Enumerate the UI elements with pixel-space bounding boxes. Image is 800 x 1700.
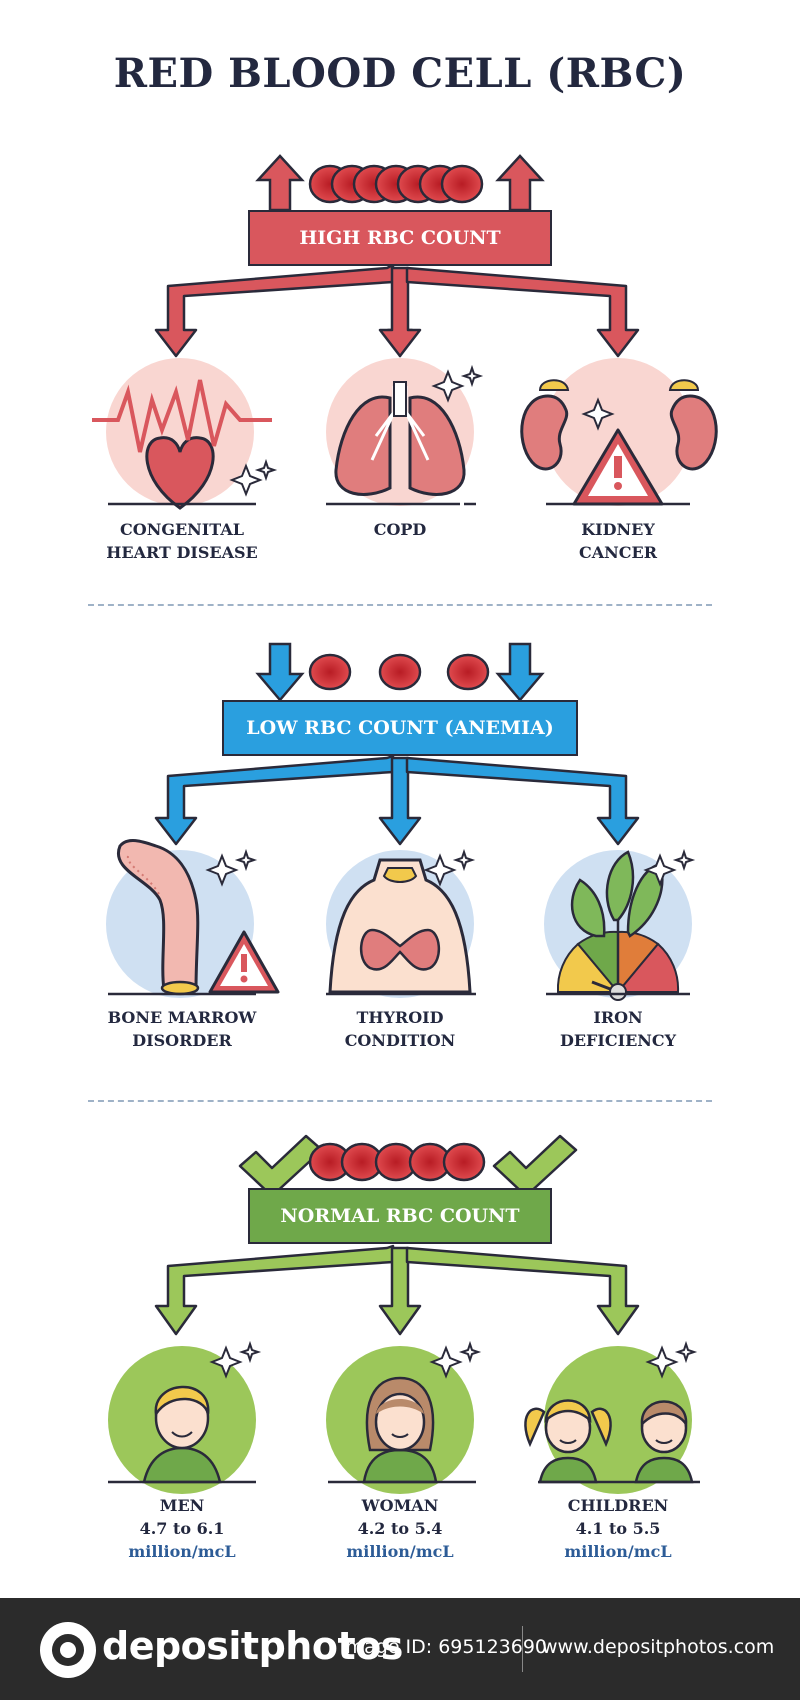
label-line2: DISORDER <box>82 1029 282 1052</box>
page-title: RED BLOOD CELL (RBC) <box>0 50 800 97</box>
label-line2: DEFICIENCY <box>518 1029 718 1052</box>
high-rbc-cells-icon <box>310 166 482 202</box>
site-url[interactable]: www.depositphotos.com <box>542 1636 774 1658</box>
footer-divider <box>522 1626 523 1672</box>
normal-label-men: MEN 4.7 to 6.1 million/mcL <box>82 1494 282 1563</box>
label-line2: CONDITION <box>300 1029 500 1052</box>
label-group: MEN <box>82 1494 282 1517</box>
low-label-bone-marrow-disorder: BONE MARROW DISORDER <box>82 1006 282 1052</box>
label-line1: COPD <box>300 518 500 541</box>
normal-label-children: CHILDREN 4.1 to 5.5 million/mcL <box>518 1494 718 1563</box>
low-rbc-cells-icon <box>310 655 488 689</box>
label-unit: million/mcL <box>82 1540 282 1563</box>
label-range: 4.7 to 6.1 <box>82 1517 282 1540</box>
label-line1: THYROID <box>300 1006 500 1029</box>
label-range: 4.1 to 5.5 <box>518 1517 718 1540</box>
low-branch-arrows <box>156 756 638 844</box>
spinach-gauge-icon <box>544 850 692 1000</box>
label-unit: million/mcL <box>300 1540 500 1563</box>
depositphotos-logo-icon <box>40 1622 96 1678</box>
lungs-icon <box>326 358 480 506</box>
label-line1: CONGENITAL <box>82 518 282 541</box>
low-rbc-banner: LOW RBC COUNT (ANEMIA) <box>222 700 578 756</box>
high-up-arrow-right-icon <box>498 156 542 210</box>
children-icon <box>525 1344 700 1494</box>
footer-bar: depositphotos Image ID: 695123690 www.de… <box>0 1598 800 1700</box>
label-unit: million/mcL <box>518 1540 718 1563</box>
man-icon <box>108 1344 258 1494</box>
section-divider <box>88 1100 712 1102</box>
label-line1: BONE MARROW <box>82 1006 282 1029</box>
low-down-arrow-left-icon <box>258 644 302 700</box>
label-group: CHILDREN <box>518 1494 718 1517</box>
normal-branch-arrows <box>156 1246 638 1334</box>
image-id: Image ID: 695123690 <box>340 1636 547 1658</box>
heart-icon <box>92 358 274 508</box>
low-label-iron-deficiency: IRON DEFICIENCY <box>518 1006 718 1052</box>
label-line2: CANCER <box>518 541 718 564</box>
high-rbc-banner: HIGH RBC COUNT <box>248 210 552 266</box>
thyroid-icon <box>326 850 476 998</box>
low-down-arrow-right-icon <box>498 644 542 700</box>
label-group: WOMAN <box>300 1494 500 1517</box>
normal-check-right-icon <box>494 1136 576 1196</box>
high-up-arrow-left-icon <box>258 156 302 210</box>
high-branch-arrows <box>156 265 638 356</box>
woman-icon <box>326 1344 478 1494</box>
label-line1: KIDNEY <box>518 518 718 541</box>
normal-rbc-banner: NORMAL RBC COUNT <box>248 1188 552 1244</box>
low-label-thyroid-condition: THYROID CONDITION <box>300 1006 500 1052</box>
section-divider <box>88 604 712 606</box>
bone-icon <box>106 841 278 998</box>
label-line1: IRON <box>518 1006 718 1029</box>
high-label-copd: COPD <box>300 518 500 541</box>
label-line2: HEART DISEASE <box>82 541 282 564</box>
normal-label-woman: WOMAN 4.2 to 5.4 million/mcL <box>300 1494 500 1563</box>
high-label-kidney-cancer: KIDNEY CANCER <box>518 518 718 564</box>
label-range: 4.2 to 5.4 <box>300 1517 500 1540</box>
normal-rbc-cells-icon <box>310 1144 484 1180</box>
kidney-icon <box>522 358 716 506</box>
high-label-congenital-heart-disease: CONGENITAL HEART DISEASE <box>82 518 282 564</box>
